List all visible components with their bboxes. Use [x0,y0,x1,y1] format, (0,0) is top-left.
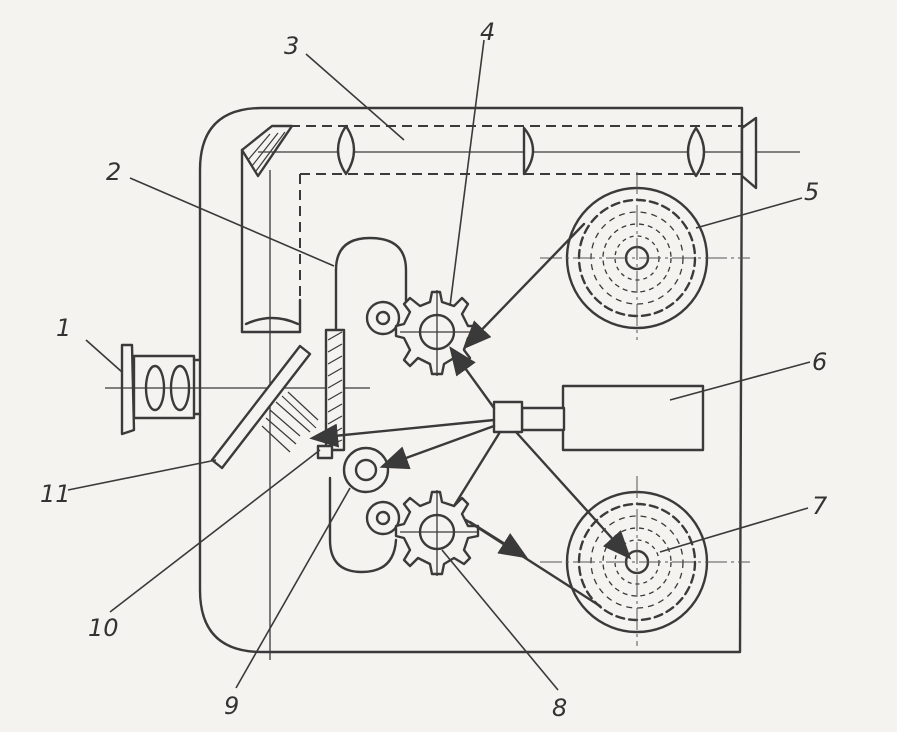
callout-7: 7 [812,492,828,520]
feed-reel [540,172,750,340]
camera-body [198,106,744,654]
mirror-shutter [210,344,319,470]
drive-links [309,222,632,608]
viewfinder-tube [240,116,800,660]
eyepiece [740,116,758,190]
viewfinder-lens-2 [522,126,535,176]
callout-1: 1 [56,314,71,342]
callout-11: 11 [40,480,71,508]
callout-8: 8 [552,694,567,722]
viewfinder-lens-3 [686,126,706,178]
gearbox [492,400,524,434]
callout-6: 6 [812,348,827,376]
callout-10: 10 [88,614,119,642]
takeup-reel [540,476,750,646]
callout-3: 3 [284,32,299,60]
callout-9: 9 [224,692,239,720]
film-gate [316,328,346,460]
callout-leaders [67,39,811,691]
callout-2: 2 [106,158,121,186]
callout-5: 5 [804,178,819,206]
film-channel [334,236,408,304]
motor [520,384,705,452]
objective-lens [105,343,370,436]
claw-mechanism [342,446,390,494]
viewfinder-lens-1 [336,124,356,176]
callout-4: 4 [480,18,495,46]
lower-sprocket [365,490,480,576]
